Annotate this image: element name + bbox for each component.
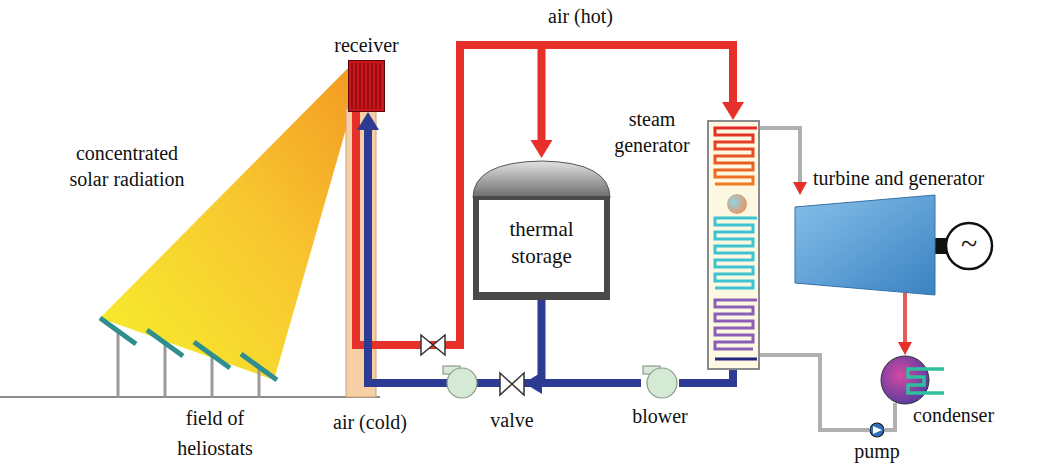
node-label: steam generator [605,106,699,158]
connector-line [760,355,869,430]
heliostat-field [100,318,277,397]
valve-half [433,335,445,355]
ground-line [0,396,380,398]
valve: valve [500,373,524,395]
heliostat-mirror [241,354,277,380]
receiver-tube [379,63,380,109]
connector-line [540,379,641,387]
turbine-shape [795,195,935,295]
node-label: valve [485,407,539,433]
hot-air-valve [421,335,445,355]
storage-dome [473,161,610,198]
blower-shape [641,366,679,400]
generator-circle [946,223,992,269]
connector [760,128,807,195]
generator-symbol [933,223,992,269]
blower-symbol [443,366,477,398]
generator-housing [708,121,759,369]
pump: pump [869,422,885,438]
steam-drum [727,194,747,214]
connector [760,355,869,430]
heliostat-post [164,343,167,397]
node-label: pump [852,438,902,464]
pump-shape [869,422,885,438]
blower-housing [447,368,477,398]
connector-line [524,300,542,383]
generator-mark: ~ [954,224,984,263]
heliostat-post [117,331,120,397]
receiver-tube [355,63,356,109]
coil [715,300,757,349]
coil [715,128,757,184]
blower-housing [647,368,677,398]
cooling-coil [908,369,944,393]
node-label: blower [629,403,691,429]
connector [524,300,542,383]
receiver-shape [348,60,385,112]
coil [715,218,757,288]
receiver-body [349,61,385,112]
arrowhead [722,102,744,120]
receiver-tube [375,63,376,109]
steam-generator-shape [707,120,760,370]
node-label: turbine and generator [813,165,984,191]
valve-half [421,335,433,355]
storage-interior [479,200,604,292]
turbine-shape [795,195,935,295]
storage-frame [473,196,610,300]
heliostat-mirror [194,342,230,368]
blower: blower [641,366,679,400]
heliostat-post [258,367,261,397]
node-label: receiver [328,32,405,58]
valve-shape [500,373,524,395]
arrowhead [793,182,807,195]
air-label: air (cold) [333,409,407,435]
receiver-tube [367,63,368,109]
thermal-storage: thermal storage [473,158,610,300]
receiver-tube [351,63,352,109]
pump-arrow [873,426,882,434]
connector-line [903,293,907,344]
edge-label: air (hot) [548,3,613,29]
arrowhead [357,112,379,130]
heliostat-mirror [100,318,136,344]
connector [679,370,733,383]
arrowhead [898,342,912,355]
solar-beam [100,64,352,380]
connector [356,45,744,345]
coil [715,358,757,361]
condenser-shape [880,355,930,405]
turbine: turbine and generator [795,195,935,295]
condenser: condenser [880,355,930,405]
connector-line [679,370,733,383]
condenser-shell [881,356,929,404]
connector [885,403,895,430]
valve-half [500,373,512,395]
connector-line [760,128,800,184]
connector [898,293,912,355]
receiver: receiver [348,60,385,112]
node-label: thermal storage [485,216,598,271]
valve-half [512,373,524,395]
connector-line [885,403,895,430]
steam-generator: steam generator [707,120,760,370]
node-label: condenser [913,402,994,428]
field-label: field of heliostats [155,403,275,463]
heliostat-mirror [147,330,183,356]
pump-body [870,423,884,437]
arrowhead [531,140,553,158]
heliostat-post [211,355,214,397]
receiver-tube [371,63,372,109]
beam-label: concentrated solar radiation [57,140,197,192]
receiver-tube [359,63,360,109]
receiver-tube [363,63,364,109]
